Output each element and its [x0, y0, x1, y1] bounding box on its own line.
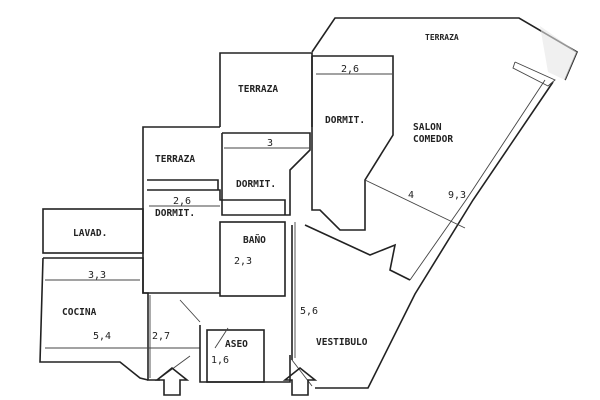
room-label-dormit: DORMIT.: [325, 115, 365, 126]
dimension-label: 3,3: [88, 270, 106, 281]
room-label-terraza: TERRAZA: [425, 33, 459, 42]
room-label-terraza: TERRAZA: [155, 154, 195, 165]
dormit-right-wall: [311, 55, 394, 231]
room-label-dormit: DORMIT.: [155, 208, 195, 219]
door-swing: [179, 299, 201, 323]
dormit-mid-wall: [221, 132, 311, 216]
cocina-wall: [43, 257, 160, 381]
room-label-comedor: COMEDOR: [413, 134, 453, 145]
dimension-label: 2,6: [173, 196, 191, 207]
passage-wall: [199, 325, 291, 383]
room-label-dormit: DORMIT.: [236, 179, 276, 190]
salon-dim-line: [364, 179, 466, 229]
dimension-label: 2,3: [234, 256, 252, 267]
entrance-arrow-icon: [154, 366, 190, 396]
bano-wall: [219, 221, 286, 297]
salon-outer-wall: [315, 81, 554, 389]
cocina-outer: [39, 257, 149, 381]
terraza-left-wall: [142, 126, 220, 180]
dormit-left-wall: [147, 189, 286, 215]
window-bay: [512, 61, 556, 87]
dimension-label: 2,6: [341, 64, 359, 75]
room-label-lavad: LAVAD.: [73, 228, 107, 239]
room-label-terraza: TERRAZA: [238, 84, 278, 95]
dormit-left-wall-2: [147, 179, 219, 190]
salon-wall-lower: [304, 224, 411, 281]
door-swing: [214, 327, 229, 349]
dimension-label: 5,4: [93, 331, 111, 342]
terraza-hatch: [540, 26, 577, 80]
room-label-salon: SALON: [413, 122, 442, 133]
room-label-aseo: ASEO: [225, 339, 248, 350]
salon-inner-wall: [409, 79, 546, 281]
room-label-cocina: COCINA: [62, 307, 97, 318]
lavad-wall: [42, 208, 144, 254]
aseo-wall: [206, 329, 265, 383]
room-label-bano: BAÑO: [243, 235, 266, 246]
room-label-vestibulo: VESTIBULO: [316, 337, 368, 348]
dimension-label: 5,6: [300, 306, 318, 317]
dimension-label: 1,6: [211, 355, 229, 366]
dimension-label: 4: [408, 190, 414, 201]
dimension-label: 2,7: [152, 331, 170, 342]
dimension-label: 9,3: [448, 190, 466, 201]
entrance-arrow-icon: [282, 366, 318, 396]
dimension-label: 3: [267, 138, 273, 149]
